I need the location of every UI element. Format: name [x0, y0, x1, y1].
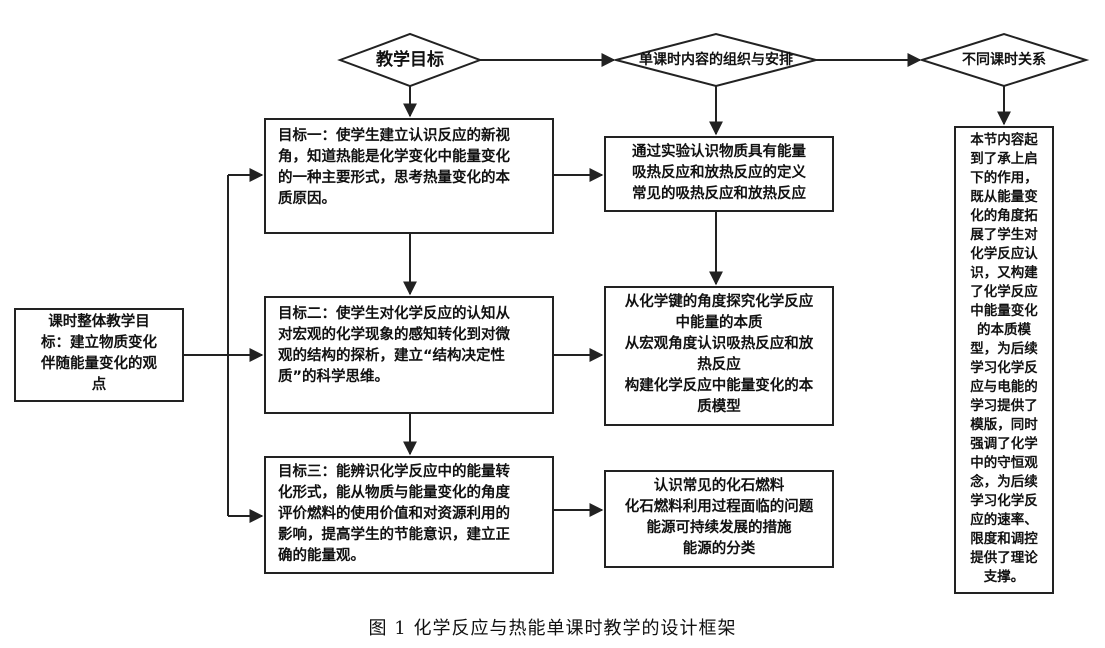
goal-1-line: 角，知道热能是化学变化中能量变化 — [278, 149, 510, 165]
relations-line: 型，为后续 — [970, 341, 1038, 357]
content-3-line: 能源的分类 — [682, 541, 756, 557]
goal-3-line: 评价燃料的使用价值和对资源利用的 — [278, 506, 510, 522]
content-1-line: 吸热反应和放热反应的定义 — [632, 165, 806, 181]
diamond-relations — [918, 32, 1090, 88]
content-3-line: 化石燃料利用过程面临的问题 — [624, 499, 814, 515]
goal-3-line: 确的能量观。 — [278, 548, 365, 564]
overall-goal-line: 伴随能量变化的观 — [41, 356, 157, 372]
relations-line: 化的角度拓 — [970, 208, 1038, 224]
goal-3-line: 影响，提高学生的节能意识，建立正 — [278, 527, 510, 543]
content-2-line: 质模型 — [697, 399, 741, 415]
goal-1-box: 目标一：使学生建立认识反应的新视 角，知道热能是化学变化中能量变化 的一种主要形… — [264, 118, 554, 234]
relations-line: 中的守恒观 — [970, 455, 1038, 471]
relations-line: 学习化学反 — [970, 493, 1038, 509]
goal-2-line: 观的结构的探析，建立“结构决定性 — [278, 348, 506, 364]
figure-caption: 图 1 化学反应与热能单课时教学的设计框架 — [368, 618, 737, 639]
relations-box: 本节内容起 到了承上启 下的作用， 既从能量变 化的角度拓 展了学生对 化学反应… — [954, 126, 1054, 594]
goal-3-line: 目标三：能辨识化学反应中的能量转 — [278, 464, 510, 480]
content-3-line: 认识常见的化石燃料 — [653, 478, 785, 494]
content-3-box: 认识常见的化石燃料 化石燃料利用过程面临的问题 能源可持续发展的措施 能源的分类 — [604, 470, 834, 568]
relations-line: 中能量变化 — [970, 303, 1038, 319]
overall-goal-line: 标：建立物质变化 — [41, 335, 157, 351]
overall-goal-line: 点 — [91, 377, 107, 393]
diamond-goals-label: 教学目标 — [376, 50, 444, 70]
relations-line: 模版，同时 — [970, 417, 1038, 433]
content-2-line: 中能量的本质 — [675, 315, 763, 331]
goal-2-line: 对宏观的化学现象的感知转化到对微 — [278, 327, 510, 343]
relations-line: 应与电能的 — [970, 379, 1038, 395]
goal-3-box: 目标三：能辨识化学反应中的能量转 化形式，能从物质与能量变化的角度 评价燃料的使… — [264, 456, 554, 574]
goal-1-line: 的一种主要形式，思考热量变化的本 — [278, 170, 510, 186]
relations-line: 本节内容起 — [970, 132, 1038, 148]
relations-line: 提供了理论 — [970, 550, 1038, 566]
relations-line: 学习提供了 — [970, 398, 1038, 414]
content-2-line: 热反应 — [697, 357, 741, 373]
content-2-box: 从化学键的角度探究化学反应 中能量的本质 从宏观角度认识吸热反应和放 热反应 构… — [604, 286, 834, 426]
relations-line: 展了学生对 — [970, 227, 1038, 243]
content-2-line: 构建化学反应中能量变化的本 — [624, 378, 814, 394]
goal-1-line: 质原因。 — [278, 191, 336, 207]
relations-line: 识，又构建 — [970, 265, 1038, 281]
relations-line: 化学反应认 — [970, 246, 1038, 262]
relations-line: 了化学反应 — [970, 284, 1038, 300]
relations-line: 限度和调控 — [970, 531, 1038, 547]
goal-3-line: 化形式，能从物质与能量变化的角度 — [278, 485, 510, 501]
diamond-relations-label: 不同课时关系 — [962, 52, 1046, 68]
goal-2-line: 目标二：使学生对化学反应的认知从 — [278, 306, 510, 322]
overall-goal-line: 课时整体教学目 — [48, 314, 150, 330]
content-2-line: 从化学键的角度探究化学反应 — [624, 294, 814, 310]
relations-line: 到了承上启 — [970, 151, 1038, 167]
relations-line: 下的作用， — [970, 170, 1038, 186]
goal-1-line: 目标一：使学生建立认识反应的新视 — [278, 128, 510, 144]
content-3-line: 能源可持续发展的措施 — [646, 520, 792, 536]
content-1-box: 通过实验认识物质具有能量 吸热反应和放热反应的定义 常见的吸热反应和放热反应 — [604, 136, 834, 212]
content-1-line: 通过实验认识物质具有能量 — [632, 144, 806, 160]
relations-line: 应的速率、 — [970, 512, 1038, 528]
diamond-arrangement-label: 单课时内容的组织与安排 — [639, 52, 793, 68]
relations-line: 念，为后续 — [970, 474, 1038, 490]
relations-line: 的本质模 — [977, 322, 1031, 338]
overall-goal-box: 课时整体教学目 标：建立物质变化 伴随能量变化的观 点 — [14, 308, 184, 402]
content-1-line: 常见的吸热反应和放热反应 — [632, 186, 806, 202]
relations-line: 支撑。 — [983, 569, 1025, 585]
goal-2-box: 目标二：使学生对化学反应的认知从 对宏观的化学现象的感知转化到对微 观的结构的探… — [264, 296, 554, 414]
goal-2-line: 质”的科学思维。 — [278, 369, 390, 385]
relations-line: 既从能量变 — [970, 189, 1038, 205]
relations-line: 强调了化学 — [970, 436, 1038, 452]
relations-line: 学习化学反 — [970, 360, 1038, 376]
content-2-line: 从宏观角度认识吸热反应和放 — [624, 336, 814, 352]
